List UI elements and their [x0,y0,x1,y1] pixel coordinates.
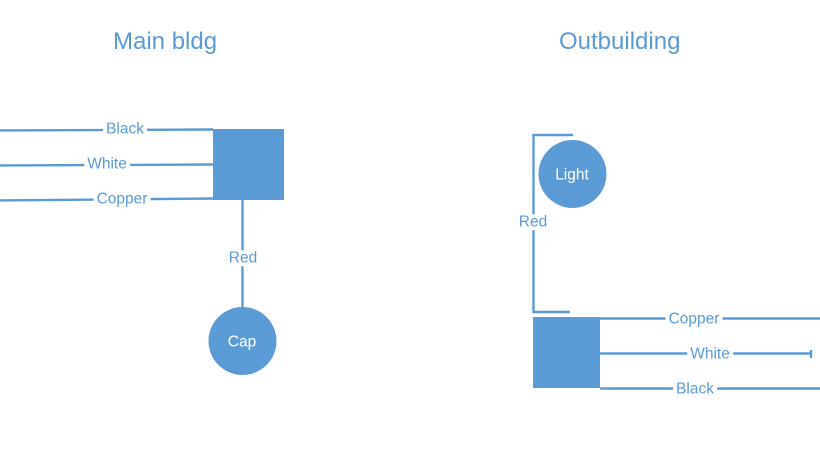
cap-node-circle [208,307,277,375]
main-junction-box [213,129,284,200]
wire-label-red-left: Red [225,250,261,266]
wire-label-white-left: White [84,156,130,172]
cap-node-label: Cap [227,333,257,351]
wire-label-copper-right: Copper [665,311,723,327]
outbuilding-junction-box [533,317,600,388]
section-title-outbuilding: Outbuilding [559,28,681,55]
wire-label-black-left: Black [103,121,147,137]
section-title-main-building: Main bldg [113,28,218,55]
wire-label-white-right: White [687,346,733,362]
wire-label-copper-left: Copper [93,191,151,207]
wire-label-red-right: Red [515,214,551,230]
light-node-label: Light [555,166,589,184]
light-node-circle [538,140,607,208]
wire-label-black-right: Black [673,381,717,397]
